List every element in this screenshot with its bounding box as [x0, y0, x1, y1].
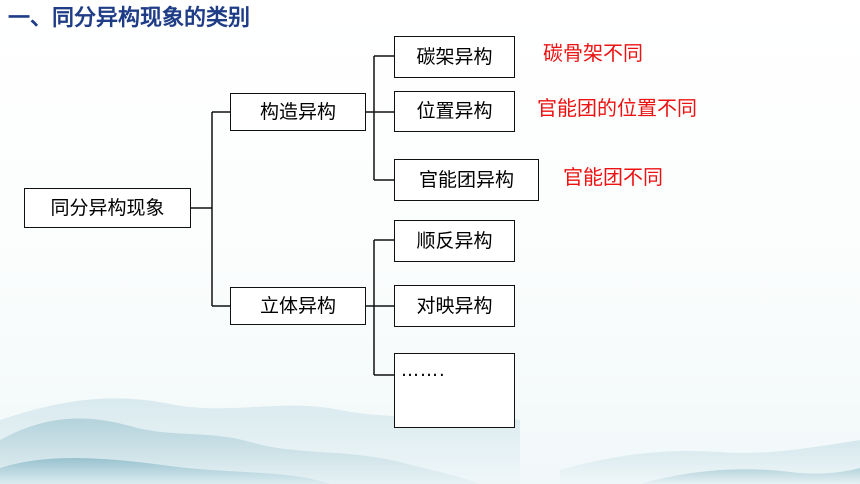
cis-trans-isomerism-box: 顺反异构: [394, 220, 515, 262]
carbon-skeleton-isomerism-box: 碳架异构: [394, 36, 515, 78]
root-box: 同分异构现象: [24, 188, 191, 228]
functional-group-isomerism-box: 官能团异构: [394, 159, 539, 201]
carbon-skeleton-note: 碳骨架不同: [543, 41, 643, 65]
optical-isomerism-box: 对映异构: [394, 285, 515, 327]
functional-group-note: 官能团不同: [563, 165, 663, 189]
more-isomerism-box: …….: [394, 353, 515, 428]
position-isomerism-box: 位置异构: [394, 91, 515, 132]
structural-isomerism-box: 构造异构: [230, 93, 366, 131]
slide-title: 一、同分异构现象的类别: [8, 6, 251, 31]
stereoisomerism-box: 立体异构: [230, 287, 366, 325]
position-note: 官能团的位置不同: [537, 96, 697, 120]
